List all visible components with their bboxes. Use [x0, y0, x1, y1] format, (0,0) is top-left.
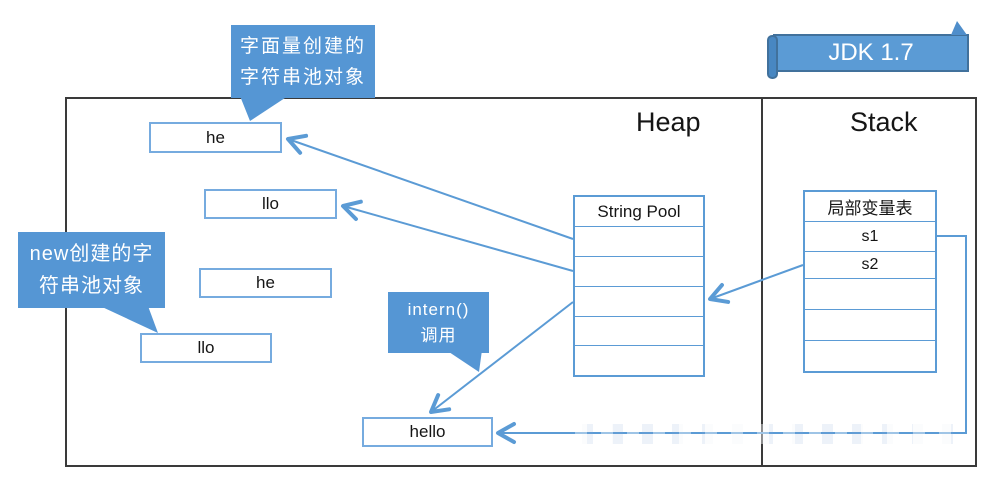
string-box-hello: hello — [362, 417, 493, 447]
callout-text: 字面量创建的 — [239, 35, 366, 57]
watermark — [575, 424, 960, 444]
local-var-row-s1: s1 — [805, 221, 935, 250]
string-pool-header: String Pool — [597, 201, 681, 221]
string-pool-row — [575, 226, 703, 256]
callout-tail-intern — [446, 350, 482, 372]
string-pool-row — [575, 256, 703, 286]
jdk-banner-scroll-roll — [767, 35, 778, 79]
arrow-s2-to-pool — [708, 264, 804, 304]
string-pool-table: String Pool — [573, 195, 705, 377]
arrow-s1-to-hello — [496, 235, 967, 444]
callout-text: 符串池对象 — [39, 275, 144, 297]
local-var-row — [805, 340, 935, 371]
callout-text: new创建的字 — [29, 243, 154, 265]
intern-call-callout: intern() 调用 — [388, 292, 489, 353]
local-var-table: 局部变量表 s1 s2 — [803, 190, 937, 373]
new-string-callout: new创建的字 符串池对象 — [18, 232, 165, 308]
string-pool-row — [575, 315, 703, 346]
callout-text: 字符串池对象 — [239, 66, 366, 88]
string-box-llo-1: llo — [204, 189, 337, 219]
jdk-version-label: JDK 1.7 — [828, 39, 914, 66]
callout-text: intern() — [407, 299, 470, 319]
string-box-he-2: he — [199, 268, 332, 298]
callout-text: 调用 — [420, 325, 457, 345]
heap-label: Heap — [636, 107, 701, 137]
stack-label: Stack — [850, 107, 918, 137]
string-box-he-1: he — [149, 122, 282, 153]
string-pool-row — [575, 285, 703, 316]
arrow-pool-to-hello — [429, 301, 574, 414]
string-box-llo-2: llo — [140, 333, 272, 363]
callout-tail-new — [100, 306, 158, 333]
local-var-row-s2: s2 — [805, 250, 935, 278]
local-var-table-header: 局部变量表 — [827, 199, 913, 219]
arrow-pool-to-he1 — [286, 133, 574, 240]
callout-tail-literal — [240, 96, 288, 121]
jdk-banner-fold — [951, 21, 967, 35]
heap-stack-divider — [761, 97, 763, 467]
string-pool-row — [575, 345, 703, 375]
literal-string-callout: 字面量创建的 字符串池对象 — [231, 25, 375, 98]
local-var-row — [805, 278, 935, 309]
arrow-pool-to-llo1 — [341, 199, 574, 272]
local-var-row — [805, 309, 935, 340]
jdk-version-banner: JDK 1.7 — [773, 34, 969, 72]
